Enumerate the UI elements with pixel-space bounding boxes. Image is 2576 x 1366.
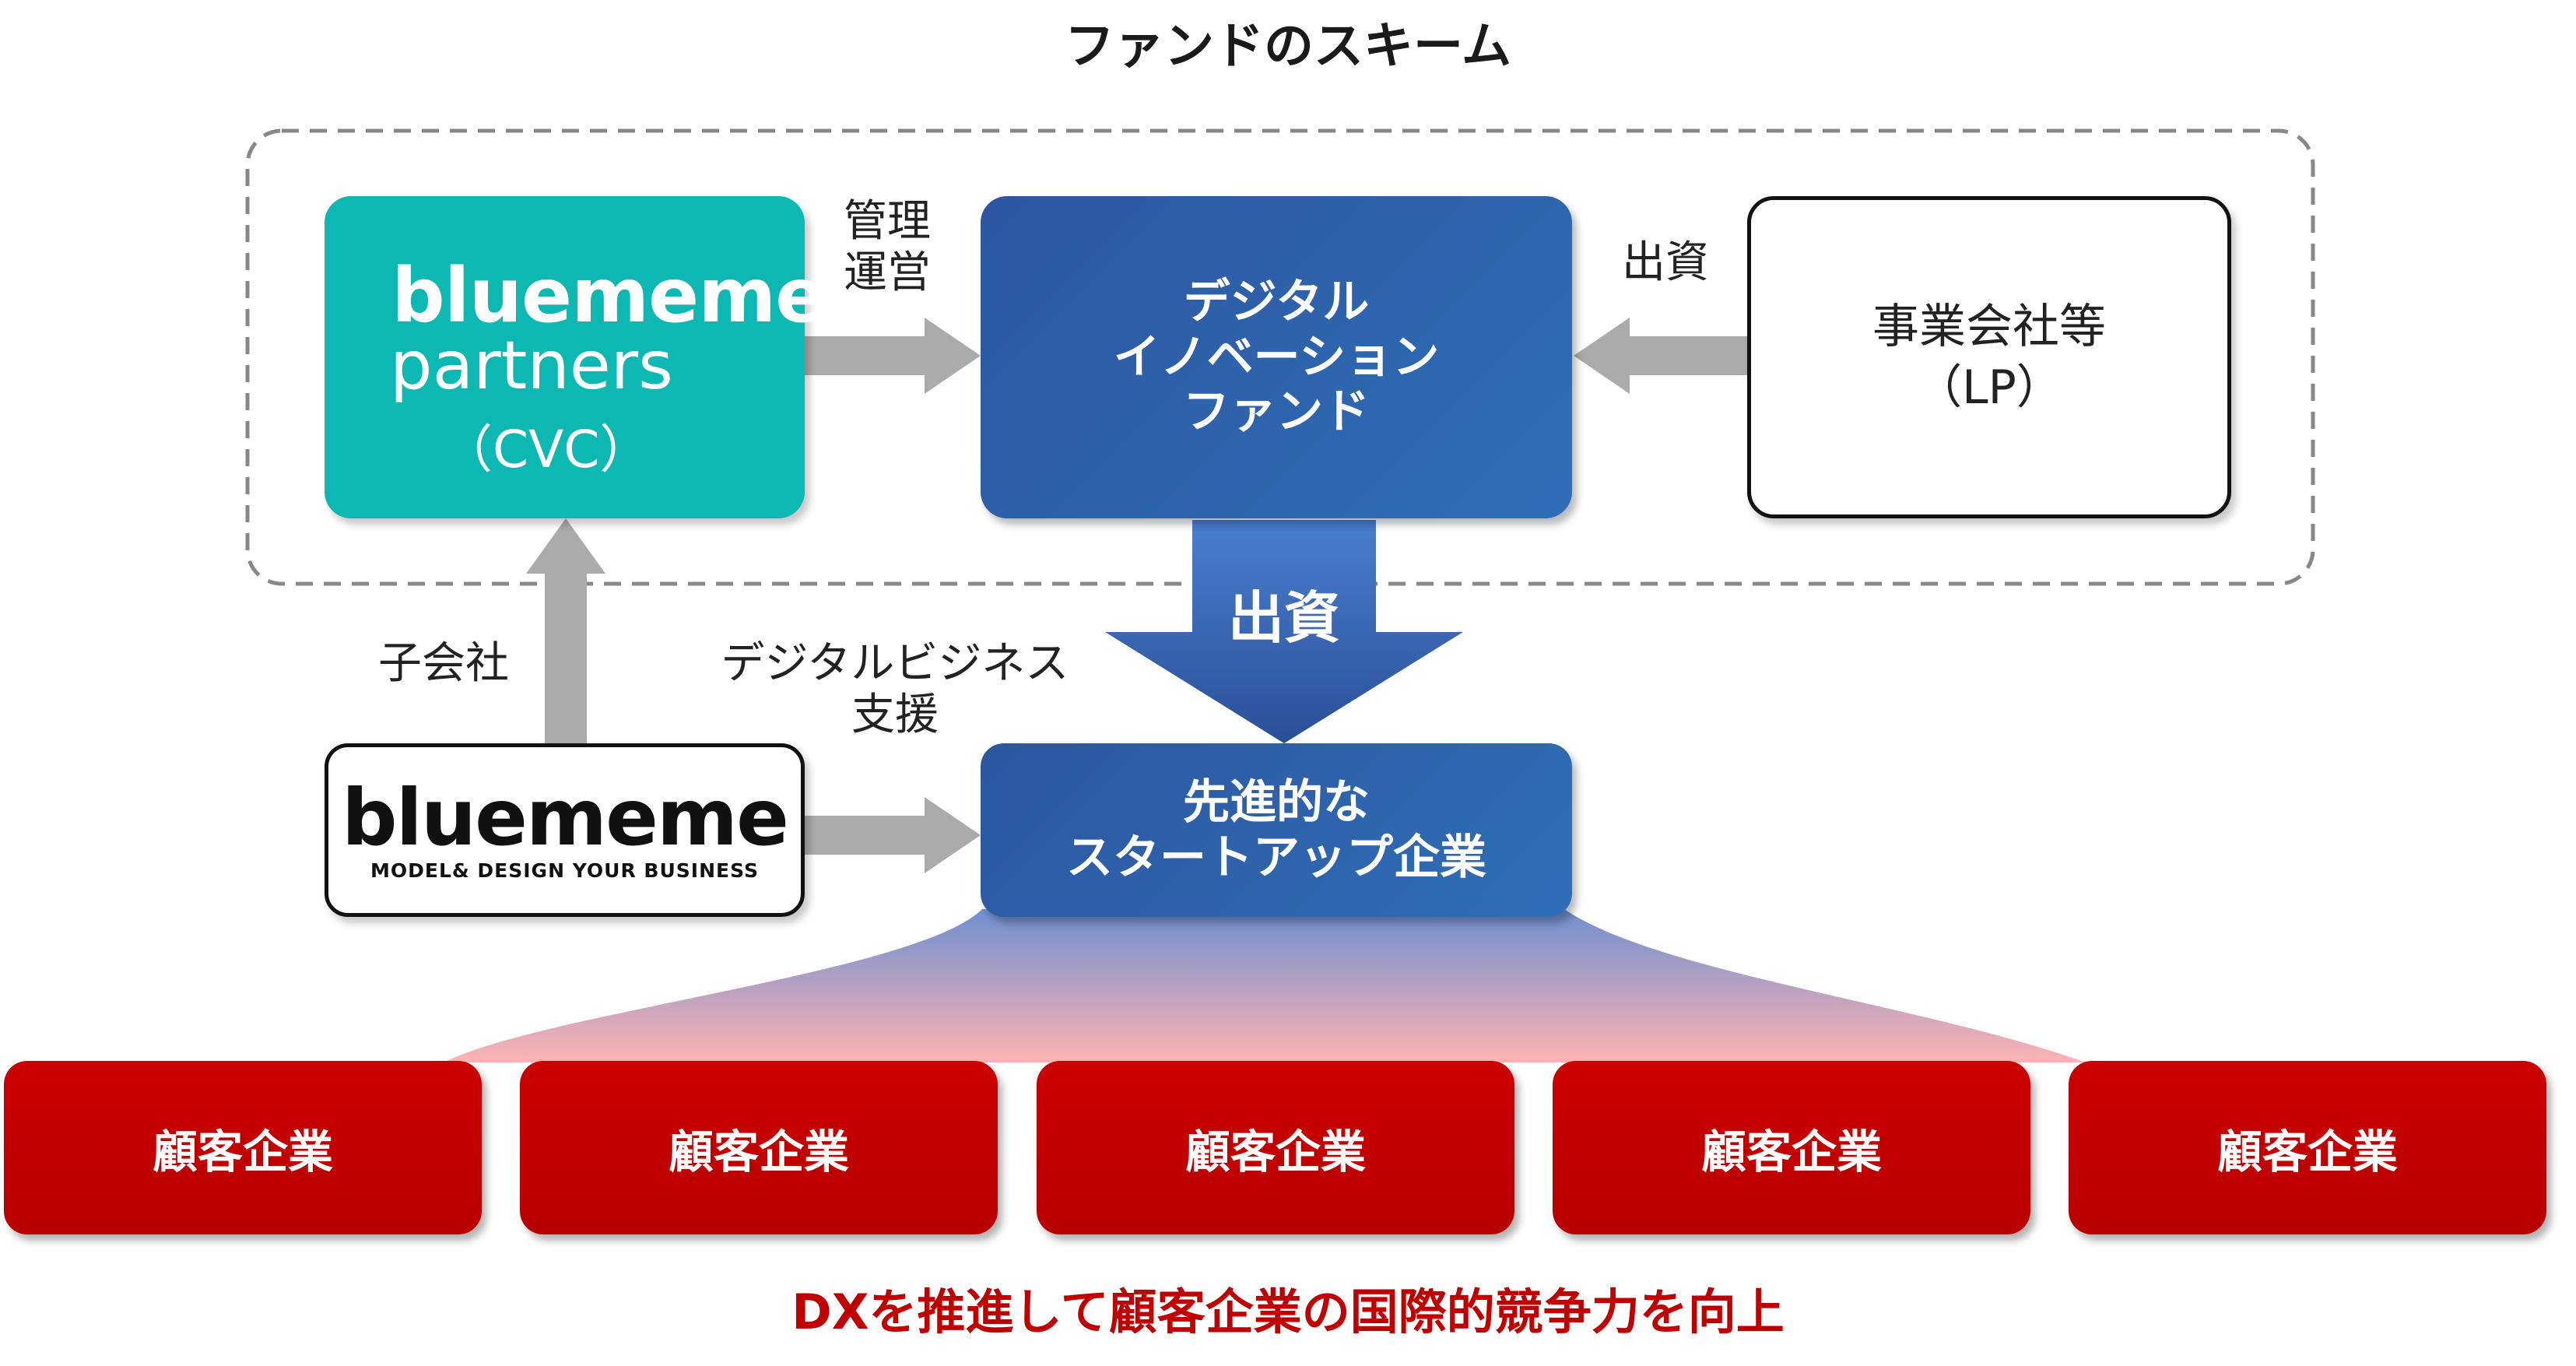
label-main-investment: 出資 (1227, 585, 1340, 651)
parent-tagline: MODEL& DESIGN YOUR BUSINESS (370, 859, 759, 882)
fund-line-3: ファンド (1183, 385, 1370, 440)
fund-line-2: イノベーション (1113, 329, 1440, 385)
label-digital-support-line-1: デジタルビジネス (721, 638, 1069, 689)
lp-line-2: （LP） (1915, 360, 2063, 415)
label-digital-support-line-2: 支援 (851, 690, 939, 741)
label-management: 管理 運営 (809, 196, 965, 299)
lp-line-1: 事業会社等 (1872, 300, 2106, 354)
parent-brand: bluememe (342, 771, 789, 863)
cvc-sub: partners (390, 327, 673, 405)
startup-line-2: スタートアップ企業 (1066, 830, 1486, 885)
customer-fan (444, 909, 2086, 1062)
cvc-box: bluememe partners （CVC） (325, 196, 826, 518)
arrow-management (805, 318, 981, 394)
goal-statement: DXを推進して顧客企業の国際的競争力を向上 (791, 1283, 1785, 1340)
parent-box: bluememe MODEL& DESIGN YOUR BUSINESS (325, 743, 805, 917)
customer-box-2: 顧客企業 (520, 1061, 998, 1234)
label-management-line-2: 運営 (844, 248, 931, 299)
label-subsidiary: 子会社 (378, 638, 509, 689)
lp-box: 事業会社等 （LP） (1747, 196, 2231, 518)
label-lp-investment: 出資 (1622, 237, 1709, 288)
arrow-digital-support (805, 797, 981, 873)
customer-box-1: 顧客企業 (4, 1061, 482, 1234)
fund-box: デジタル イノベーション ファンド (981, 196, 1572, 518)
cvc-tag: （CVC） (441, 420, 651, 479)
label-digital-support: デジタルビジネス 支援 (654, 638, 1136, 741)
customer-box-5: 顧客企業 (2069, 1061, 2546, 1234)
label-management-line-1: 管理 (844, 196, 931, 247)
startup-line-1: 先進的な (1183, 774, 1370, 830)
arrow-subsidiary (526, 518, 605, 743)
startup-box: 先進的な スタートアップ企業 (981, 743, 1572, 917)
customer-box-4: 顧客企業 (1553, 1061, 2030, 1234)
customer-box-3: 顧客企業 (1037, 1061, 1514, 1234)
page-title: ファンドのスキーム (1064, 18, 1512, 75)
cvc-brand: bluememe (391, 252, 826, 339)
arrow-lp-investment (1574, 318, 1747, 394)
fund-line-1: デジタル (1183, 274, 1370, 329)
arrow-main-investment (1105, 520, 1463, 743)
